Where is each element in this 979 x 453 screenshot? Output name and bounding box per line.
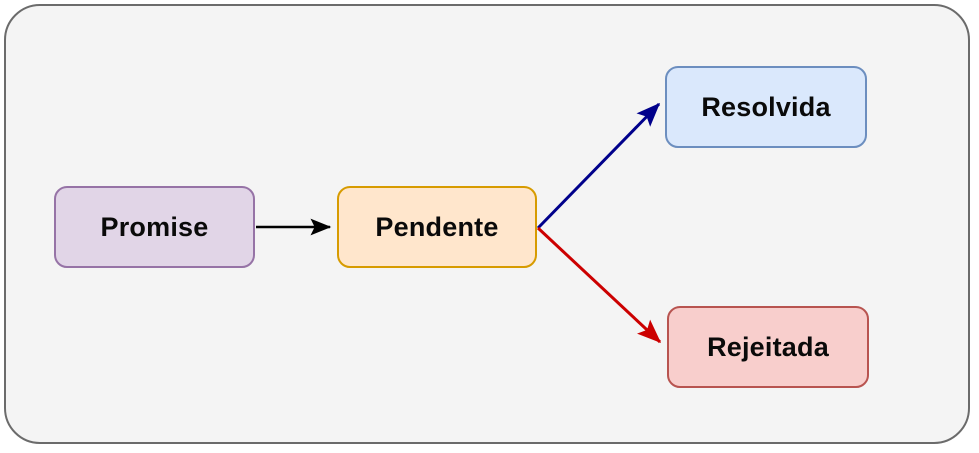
node-promise[interactable]: Promise [54,186,255,268]
node-pendente-label: Pendente [375,211,499,242]
node-resolvida[interactable]: Resolvida [665,66,867,148]
node-pendente[interactable]: Pendente [337,186,537,268]
node-rejeitada-label: Rejeitada [707,331,829,362]
node-promise-label: Promise [100,211,209,242]
node-resolvida-label: Resolvida [701,91,831,122]
node-rejeitada[interactable]: Rejeitada [667,306,869,388]
